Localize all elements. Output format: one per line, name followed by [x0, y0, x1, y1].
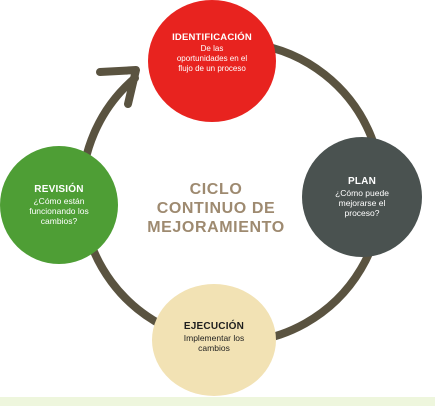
node-revision-line-1: ¿Cómo están [33, 196, 85, 206]
node-identificacion-line-1: De las [200, 44, 224, 53]
node-ejecucion-title: EJECUCIÓN [183, 321, 245, 332]
center-title: CICLO CONTINUO DE MEJORAMIENTO [130, 180, 302, 237]
node-revision-line-3: cambios? [40, 216, 78, 226]
center-title-line-2: CONTINUO DE [156, 200, 276, 217]
node-identificacion-title: IDENTIFICACIÓN [172, 32, 252, 43]
arrow-head-icon [96, 66, 140, 108]
center-title-line-3: MEJORAMIENTO [147, 219, 285, 236]
node-identificacion-line-2: oportunidades en el [176, 54, 248, 63]
node-revision-line-2: funcionando los [29, 206, 89, 216]
node-ejecucion: EJECUCIÓN Implementar los cambios [152, 284, 276, 396]
center-title-line-1: CICLO [189, 181, 243, 198]
node-revision-title: REVISIÓN [34, 184, 84, 195]
node-plan-line-1: ¿Cómo puede [335, 188, 389, 198]
node-identificacion: IDENTIFICACIÓN De las oportunidades en e… [148, 0, 276, 122]
node-revision: REVISIÓN ¿Cómo están funcionando los cam… [0, 146, 118, 264]
node-plan-line-3: proceso? [344, 208, 380, 218]
node-ejecucion-line-2: cambios [198, 343, 230, 353]
node-ejecucion-line-1: Implementar los [183, 333, 245, 343]
node-plan: PLAN ¿Cómo puede mejorarse el proceso? [302, 137, 422, 257]
bottom-strip [0, 397, 435, 406]
node-identificacion-line-3: flujo de un proceso [178, 64, 246, 73]
node-plan-line-2: mejorarse el [338, 198, 386, 208]
node-plan-title: PLAN [347, 176, 377, 187]
